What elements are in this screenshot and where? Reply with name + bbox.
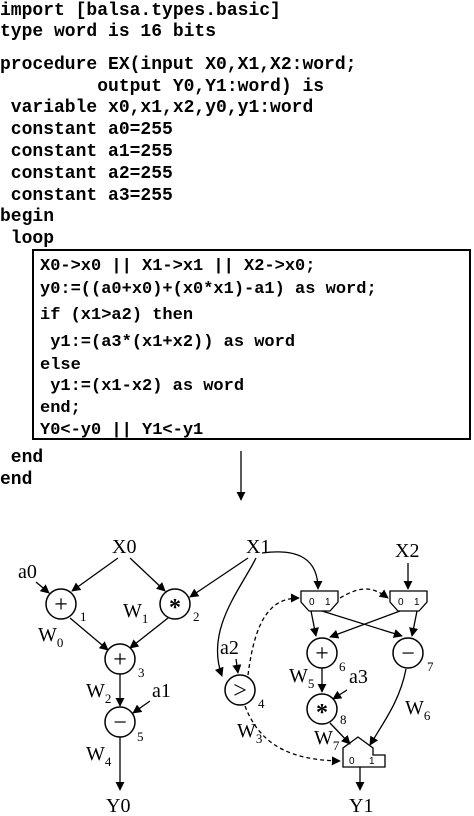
node-number-3: 3 [138, 665, 145, 680]
control-edges [244, 588, 389, 766]
code-line-5: variable x0,x1,x2,y0,y1:word [0, 98, 314, 118]
times-operator: * [316, 700, 328, 726]
code-line-12: X0->x0 || X1->x1 || X2->x0; [40, 257, 316, 276]
wire-label-w2: W2 [86, 680, 111, 706]
code-line-14: if (x1>a2) then [40, 306, 194, 325]
code-line-4: output Y0,Y1:word) is [0, 77, 325, 97]
node-7-subtractor: − 7 [392, 637, 434, 674]
node-5-subtractor: − 5 [104, 706, 144, 744]
node-number-8: 8 [340, 712, 347, 727]
mux-input-1: 1 [414, 597, 420, 608]
dataflow-edges [35, 551, 419, 791]
wire-label-w5: W5 [289, 665, 314, 691]
plus-operator: + [54, 592, 68, 618]
wire-label-w7: W7 [314, 727, 340, 753]
node-6-adder: + 6 [306, 637, 346, 674]
constant-label-a1: a1 [152, 680, 171, 702]
plus-operator: + [315, 641, 329, 667]
node-3-adder: + 3 [104, 643, 145, 680]
mux-input-1: 1 [369, 756, 375, 767]
minus-operator: − [113, 710, 127, 736]
times-operator: * [169, 595, 181, 621]
node-1-adder: + 1 [45, 588, 87, 624]
code-line-7: constant a1=255 [0, 142, 173, 162]
mux-input-0: 0 [309, 597, 315, 608]
code-line-16: else [40, 356, 81, 375]
node-number-7: 7 [427, 659, 434, 674]
code-line-10: begin [0, 207, 55, 227]
code-line-19: Y0<-y0 || Y1<-y1 [40, 421, 204, 440]
code-line-2: type word is 16 bits [0, 22, 217, 42]
code-line-15: y1:=(a3*(x1+x2)) as word [40, 333, 296, 352]
mux-left: 0 1 [300, 590, 339, 612]
constant-label-a0: a0 [18, 561, 37, 583]
minus-operator: − [401, 641, 415, 667]
wire-label-w4: W4 [86, 743, 112, 769]
code-line-17: y1:=(x1-x2) as word [40, 377, 245, 396]
code-line-9: constant a3=255 [0, 186, 173, 206]
node-8-multiplier: * 8 [306, 693, 347, 727]
wire-label-w1: W1 [123, 600, 148, 626]
wire-label-w0: W0 [38, 624, 63, 650]
code-line-21: end [0, 470, 33, 490]
mux-input-1: 1 [325, 597, 331, 608]
wire-label-w6: W6 [405, 697, 431, 723]
mux-right: 0 1 [389, 590, 428, 612]
code-line-6: constant a0=255 [0, 120, 173, 140]
code-line-11: loop [0, 229, 55, 249]
node-number-5: 5 [137, 729, 144, 744]
input-label-x0: X0 [112, 536, 136, 558]
loop-body-box [32, 249, 471, 440]
wire-labels: W0 W1 W2 W3 W4 W5 W6 W7 [38, 600, 431, 769]
code-line-1: import [balsa.types.basic] [0, 1, 281, 21]
balsa-code-listing: import [balsa.types.basic] type word is … [0, 1, 471, 490]
node-number-4: 4 [258, 696, 265, 711]
wire-label-w3: W3 [237, 720, 262, 746]
mux-input-0: 0 [398, 597, 404, 608]
node-number-2: 2 [193, 609, 200, 624]
mux-input-0: 0 [349, 756, 355, 767]
greater-operator: > [233, 678, 247, 704]
node-4-comparator: > 4 [224, 674, 265, 711]
code-line-18: end; [40, 399, 81, 418]
code-line-3: procedure EX(input X0,X1,X2:word; [0, 55, 357, 75]
constant-label-a3: a3 [349, 666, 368, 688]
input-label-x1: X1 [246, 536, 270, 558]
node-number-6: 6 [339, 659, 346, 674]
node-number-1: 1 [80, 609, 87, 624]
output-label-y0: Y0 [106, 795, 130, 816]
code-line-20: end [0, 448, 44, 468]
code-line-13: y0:=((a0+x0)+(x0*x1)-a1) as word; [40, 280, 377, 299]
node-2-multiplier: * 2 [159, 588, 200, 624]
output-label-y1: Y1 [349, 795, 373, 816]
mux-output: 0 1 [342, 736, 386, 768]
input-label-x2: X2 [395, 540, 419, 562]
plus-operator: + [113, 647, 127, 673]
code-line-8: constant a2=255 [0, 164, 173, 184]
constant-label-a2: a2 [220, 637, 239, 659]
